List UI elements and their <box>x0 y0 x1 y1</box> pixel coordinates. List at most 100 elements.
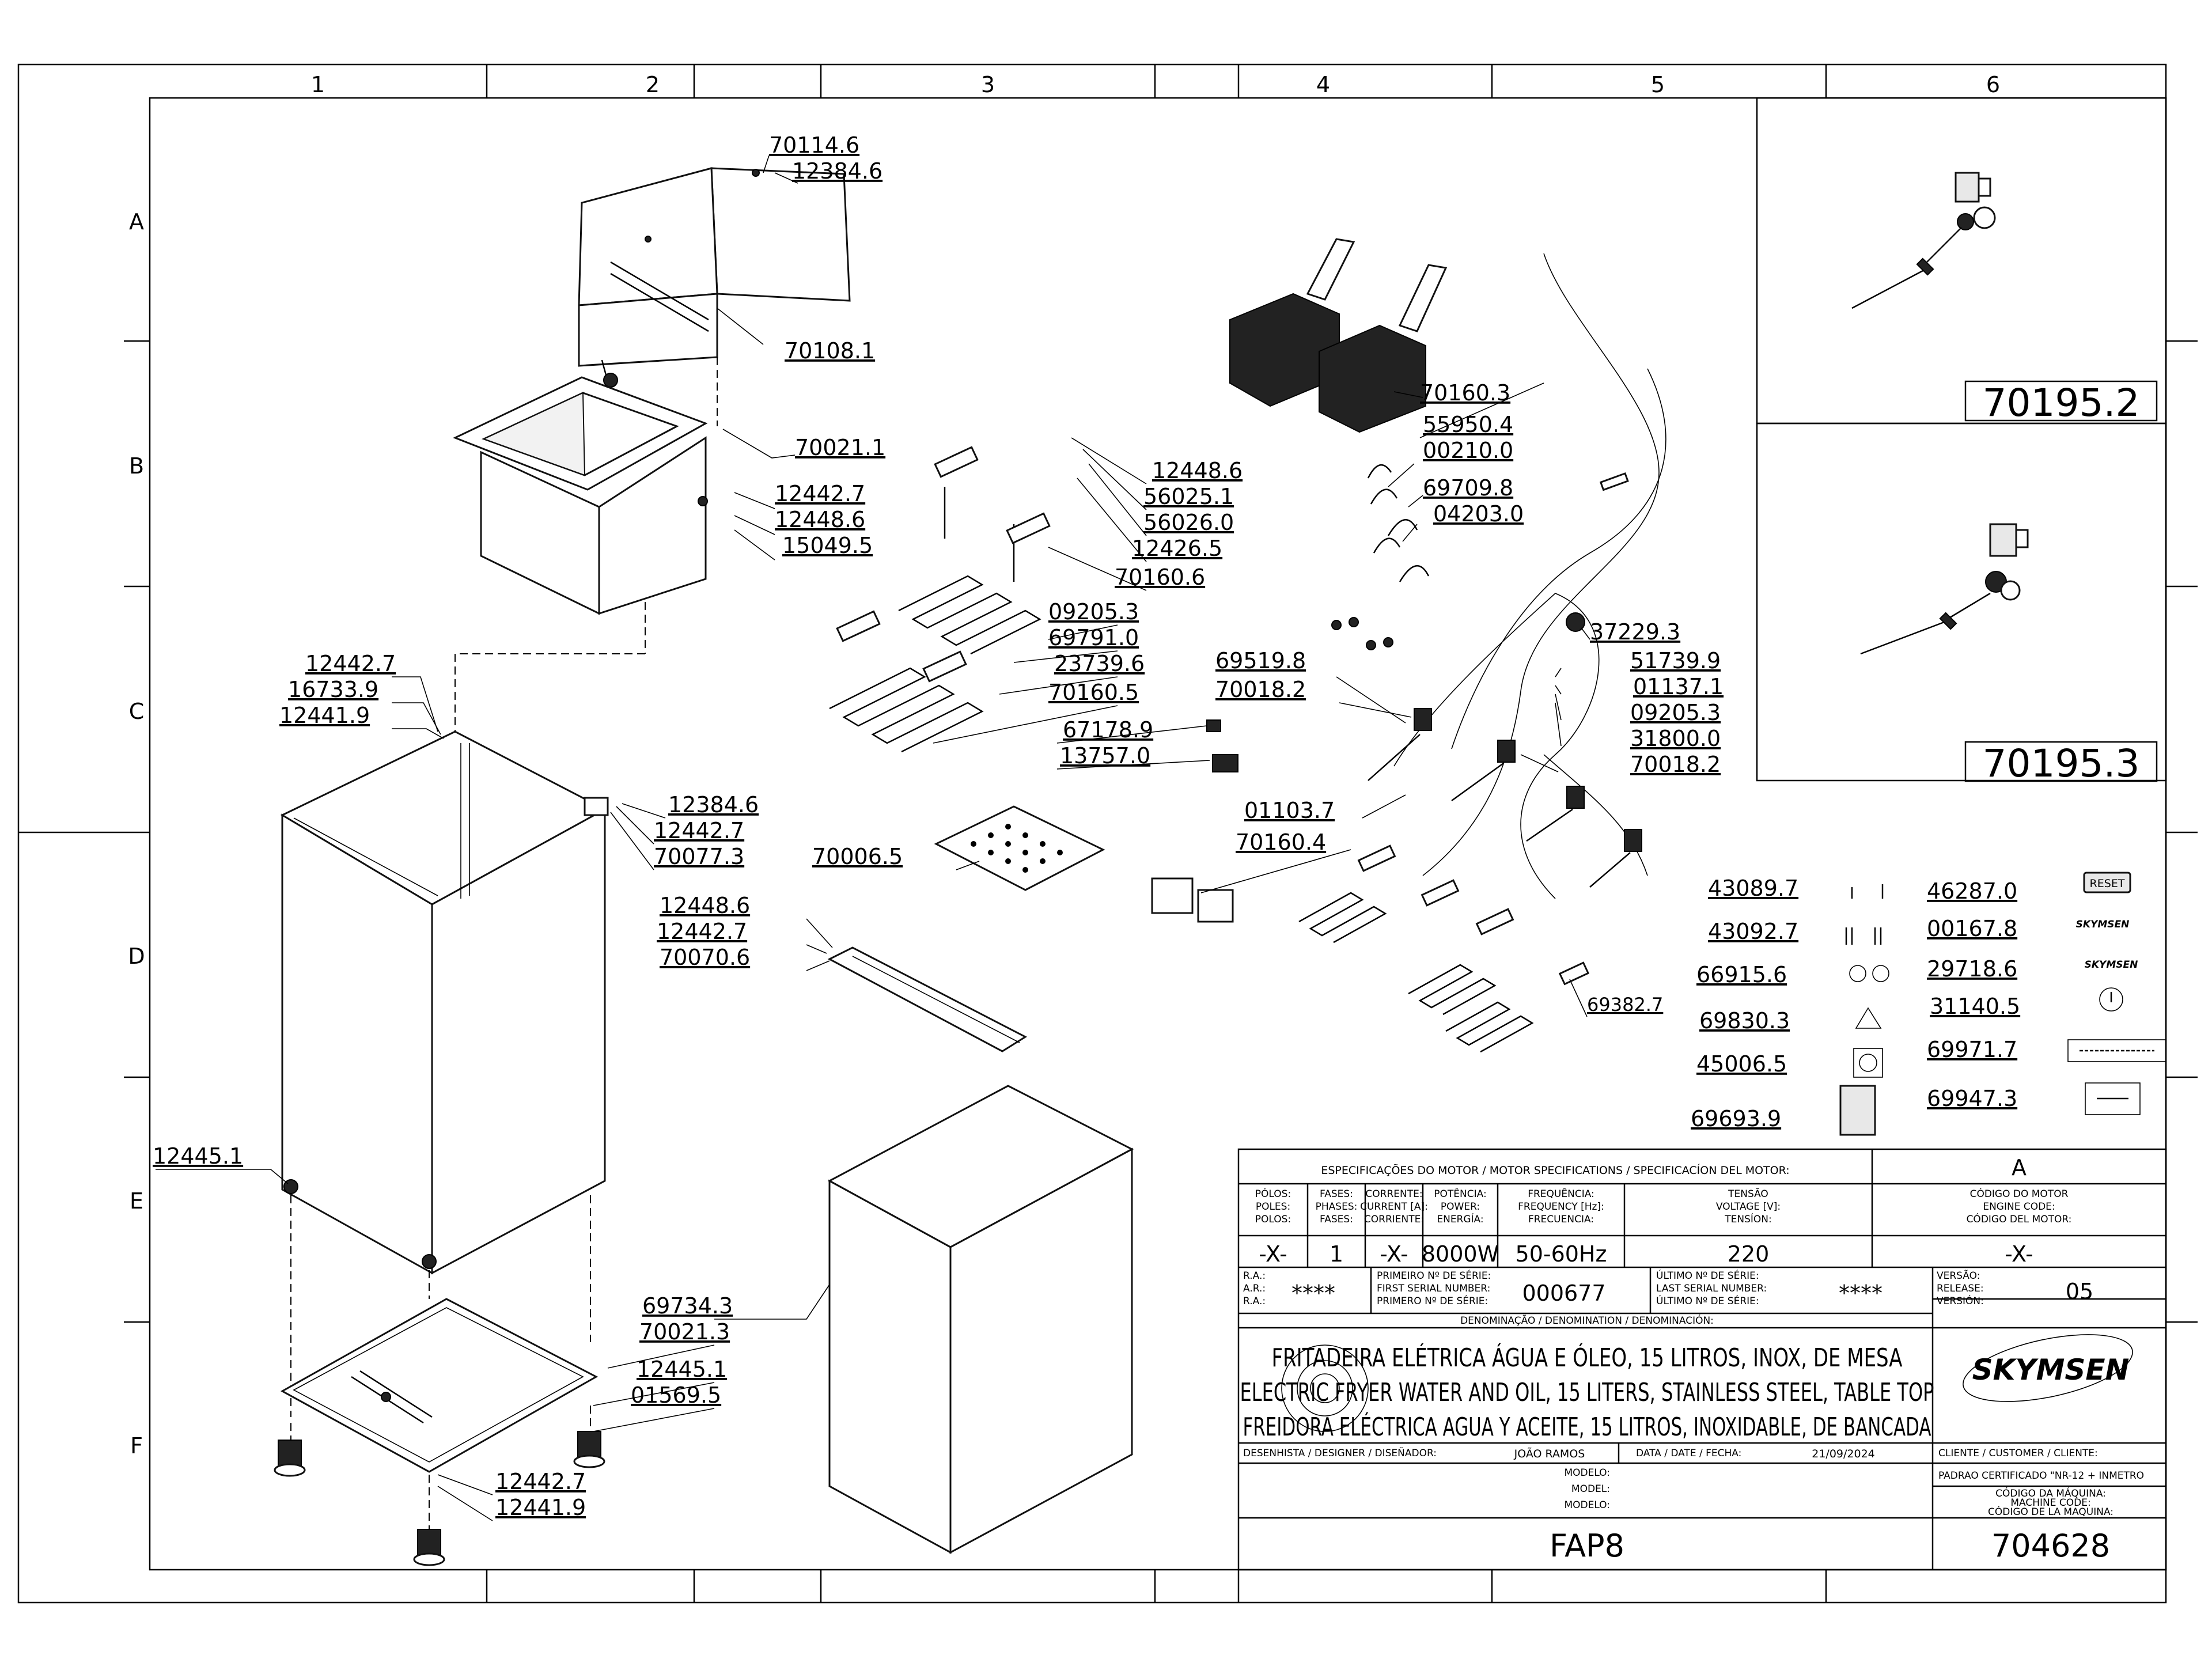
part-label: 69734.3 <box>642 1293 733 1319</box>
frequency-header: FREQUÊNCIA: <box>1528 1187 1594 1200</box>
frequency-header: FRECUENCIA: <box>1528 1214 1594 1225</box>
power-header: POWER: <box>1441 1201 1480 1213</box>
part-label: 70114.6 <box>769 132 859 158</box>
brand-name: SKYMSEN <box>1972 1353 2130 1387</box>
cabinet-body <box>280 730 609 1417</box>
first-serial-value: 000677 <box>1522 1281 1605 1306</box>
grid-col-6: 6 <box>1986 72 2000 97</box>
certification-seal <box>1281 1344 1369 1432</box>
part-label: 12445.1 <box>153 1143 243 1169</box>
brand-sticker-icon: SKYMSEN <box>2085 959 2138 971</box>
frequency-header: FREQUENCY [Hz]: <box>1518 1201 1604 1213</box>
grid-row-f: F <box>130 1433 143 1459</box>
part-label: 69971.7 <box>1927 1037 2017 1062</box>
denomination-pt: FRITADEIRA ELÉTRICA ÁGUA E ÓLEO, 15 LITR… <box>1272 1342 1903 1373</box>
part-label: 12442.7 <box>654 818 744 843</box>
detail-box-number: 70195.3 <box>1983 741 2140 786</box>
feet <box>274 1431 605 1566</box>
current-value: -X- <box>1380 1241 1408 1267</box>
part-label: 12426.5 <box>1132 536 1222 561</box>
grid-col-1: 1 <box>311 72 325 97</box>
model-label: MODELO: <box>1564 1499 1610 1511</box>
part-label: 01569.5 <box>631 1382 721 1408</box>
part-label: 13757.0 <box>1060 743 1150 768</box>
voltage-header: TENSÍON: <box>1724 1213 1771 1225</box>
first-serial-label: PRIMEIRO Nº DE SÉRIE: <box>1377 1269 1491 1282</box>
grid-row-a: A <box>129 209 144 234</box>
control-head-assembly <box>578 167 851 426</box>
frequency-value: 50-60Hz <box>1516 1241 1607 1267</box>
grid-col-4: 4 <box>1316 72 1330 97</box>
detail-box-number: 70195.2 <box>1983 381 2140 425</box>
small-parts <box>1151 464 1629 986</box>
model-value: FAP8 <box>1550 1528 1624 1564</box>
part-label: 70021.3 <box>639 1319 730 1344</box>
part-label: 12448.6 <box>660 893 750 918</box>
grid-row-e: E <box>130 1188 143 1214</box>
part-label: 70070.6 <box>660 945 750 970</box>
part-label: 69382.7 <box>1587 994 1663 1016</box>
part-label: 12442.7 <box>657 919 747 944</box>
hot-surface-warning-icon <box>1855 1007 1882 1029</box>
wiring-harness <box>1393 253 1666 899</box>
power-value: 8000W <box>1422 1241 1499 1267</box>
part-label: 31140.5 <box>1930 994 2020 1019</box>
earth-symbol-icon <box>1853 1048 1883 1078</box>
part-label: 29718.6 <box>1927 956 2017 982</box>
motor-values: -X- 1 -X- 8000W 50-60Hz 220 -X- <box>1259 1241 2033 1267</box>
current-header: CORRENTE: <box>1365 1188 1422 1200</box>
brand-sticker-icon: SKYMSEN <box>2076 919 2130 930</box>
serial-row: R.A.: A.R.: R.A.: **** PRIMEIRO Nº DE SÉ… <box>1243 1269 2093 1307</box>
part-label: 12384.6 <box>792 158 882 184</box>
date-label: DATA / DATE / FECHA: <box>1636 1448 1741 1459</box>
part-label: 69791.0 <box>1048 625 1139 650</box>
part-label: 70018.2 <box>1630 752 1721 777</box>
motor-col-headers: PÓLOS: POLES: POLOS: FASES: PHASES: FASE… <box>1255 1187 2072 1225</box>
ra-label: R.A.: <box>1243 1296 1266 1307</box>
rating-plate-icon <box>1839 1085 1876 1136</box>
heating-elements <box>829 446 1534 1053</box>
last-serial-value: **** <box>1839 1281 1883 1306</box>
part-label: 69693.9 <box>1691 1106 1781 1131</box>
revision-letter: A <box>2012 1155 2027 1180</box>
last-serial-label: ÚLTIMO Nº DE SÉRIE: <box>1656 1294 1759 1307</box>
designer-label: DESENHISTA / DESIGNER / DISEÑADOR: <box>1243 1446 1437 1459</box>
motor-code-header: ENGINE CODE: <box>1983 1201 2055 1213</box>
leader-lines <box>156 155 1590 1521</box>
part-label: 12442.7 <box>305 651 396 676</box>
grid-col-3: 3 <box>981 72 995 97</box>
part-label: 43089.7 <box>1708 876 1798 901</box>
tank-assembly <box>453 376 708 654</box>
part-label: 00210.0 <box>1423 438 1513 463</box>
phases-header: FASES: <box>1320 1214 1353 1225</box>
part-label: 70108.1 <box>785 338 875 363</box>
phases-header: PHASES: <box>1316 1201 1358 1213</box>
voltage-header: VOLTAGE [V]: <box>1716 1201 1781 1213</box>
machine-code-label: CÓDIGO DA MÁQUINA: <box>1995 1487 2106 1499</box>
ground-symbol-icon <box>2099 987 2123 1012</box>
poles-header: POLES: <box>1256 1201 1290 1213</box>
last-serial-label: LAST SERIAL NUMBER: <box>1656 1283 1767 1294</box>
part-label: 70160.3 <box>1420 380 1510 406</box>
client-label: CLIENTE / CUSTOMER / CLIENTE: <box>1938 1448 2098 1459</box>
part-label: 43092.7 <box>1708 919 1798 944</box>
machine-code-label: CÓDIGO DE LA MAQUINA: <box>1988 1505 2113 1518</box>
part-label: 31800.0 <box>1630 726 1721 751</box>
label-stickers: RESET SKYMSEN SKYMSEN <box>1839 872 2166 1136</box>
packaging-box <box>827 1085 1134 1554</box>
part-label: 67178.9 <box>1063 717 1153 743</box>
part-label: 01137.1 <box>1633 674 1724 699</box>
ra-label: A.R.: <box>1243 1283 1266 1294</box>
first-serial-label: FIRST SERIAL NUMBER: <box>1377 1283 1490 1294</box>
part-label: 16733.9 <box>288 677 378 702</box>
part-label: 12384.6 <box>668 792 759 817</box>
motor-code-value: -X- <box>2005 1241 2033 1267</box>
part-label: 12448.6 <box>775 507 865 532</box>
part-label: 01103.7 <box>1244 798 1335 823</box>
part-label: 12442.7 <box>775 481 865 506</box>
part-label: 70006.5 <box>812 844 903 869</box>
drawing-frame <box>17 63 2198 1604</box>
motor-code-header: CÓDIGO DEL MOTOR: <box>1967 1213 2072 1225</box>
brand-logo: SKYMSEN <box>1963 1334 2133 1402</box>
